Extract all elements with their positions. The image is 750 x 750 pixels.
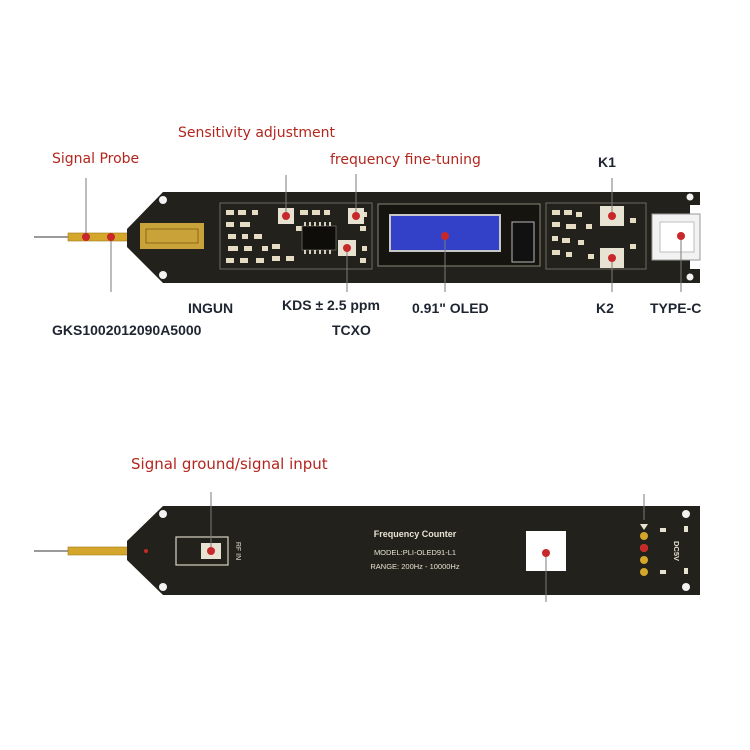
back-board	[34, 506, 700, 595]
ingun-marker	[107, 233, 115, 241]
oled-connector	[511, 221, 535, 263]
usb-c-inner	[659, 221, 695, 253]
label-ingun: INGUN	[188, 300, 234, 316]
label-kds-text: KDS ± 2.5 ppm	[282, 297, 380, 313]
k1-marker	[608, 212, 616, 220]
probe-pad	[140, 223, 204, 249]
label-oled: 0.91" OLED	[412, 300, 489, 316]
probe-pad-inner	[145, 228, 199, 244]
mount-hole	[686, 273, 694, 281]
usb-c-marker	[677, 232, 685, 240]
label-pad-marker	[542, 549, 550, 557]
fine-tuning-marker	[352, 212, 360, 220]
pin1-indicator	[640, 524, 648, 530]
back-leader-lines	[210, 492, 645, 602]
label-type-c: TYPE-C	[650, 300, 702, 316]
probe-marker	[82, 233, 90, 241]
mount-hole	[159, 196, 167, 204]
label-part-number: GKS1002012090A5000	[52, 322, 202, 338]
label-fine-tuning: frequency fine-tuning	[330, 152, 481, 168]
board-model: MODEL:PLI-OLED91-L1	[374, 548, 456, 557]
probe-dot	[144, 549, 148, 553]
front-board	[34, 192, 701, 283]
label-signal-probe: Signal Probe	[52, 151, 140, 167]
rf-in-marker	[207, 547, 215, 555]
mount-hole	[159, 271, 167, 279]
oled-marker	[441, 232, 449, 240]
label-tcxo: TCXO	[332, 322, 371, 338]
component-area-right	[545, 202, 647, 270]
mount-hole	[682, 583, 690, 591]
mount-hole	[682, 510, 690, 518]
smd-components	[226, 210, 367, 263]
back-pcb	[127, 506, 700, 595]
mount-hole	[686, 193, 694, 201]
dc5v-silkscreen: DC5V	[672, 541, 681, 561]
rf-in-silkscreen: RF IN	[234, 542, 241, 560]
mount-hole	[159, 510, 167, 518]
board-range: RANGE: 200Hz - 10000Hz	[370, 562, 459, 571]
mount-hole	[159, 583, 167, 591]
front-leader-lines	[85, 174, 682, 292]
rf-in-box	[175, 536, 229, 566]
dc5v-marker	[640, 544, 648, 552]
tcxo-marker	[343, 244, 351, 252]
ic-chip	[301, 225, 337, 251]
k2-marker	[608, 254, 616, 262]
label-k1: K1	[598, 154, 616, 170]
component-area-left	[219, 202, 373, 270]
sensitivity-marker	[282, 212, 290, 220]
label-signal-ground: Signal ground/signal input	[131, 455, 328, 473]
label-k2: K2	[596, 300, 614, 316]
board-title: Frequency Counter	[374, 529, 457, 539]
label-sensitivity: Sensitivity adjustment	[178, 125, 335, 141]
label-kds: KDS ± 2.5 ppm	[282, 298, 380, 312]
